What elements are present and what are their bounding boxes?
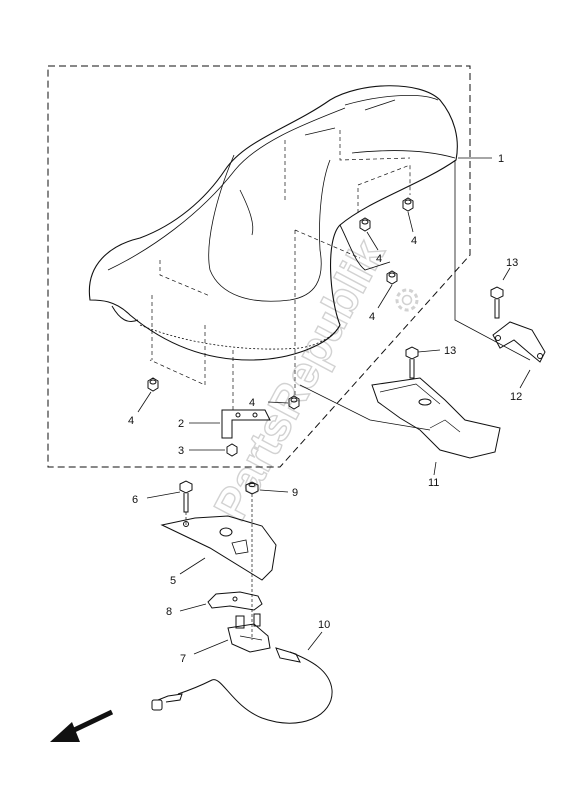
watermark-text: PartsRepublik [203, 231, 394, 529]
callout-4a: 4 [411, 235, 417, 247]
bolt-part-13b [405, 346, 419, 379]
seat-assembly [88, 85, 458, 410]
leader-13b [417, 349, 441, 353]
callout-8: 8 [166, 606, 172, 618]
leader-5 [179, 557, 206, 575]
lock-part-7 [227, 613, 271, 653]
callout-4c: 4 [369, 311, 375, 323]
leader-11 [433, 461, 437, 476]
nut-part-9 [245, 481, 259, 495]
nut-part-4 [147, 197, 414, 410]
leader-7 [193, 639, 229, 655]
callout-4e: 4 [249, 397, 255, 409]
callout-12: 12 [510, 391, 522, 403]
callout-4d: 4 [128, 415, 134, 427]
plate-part-11 [371, 377, 501, 459]
bolt-part-13a [490, 286, 504, 319]
callout-2: 2 [178, 418, 184, 430]
leader-12 [519, 369, 531, 389]
callout-7: 7 [180, 653, 186, 665]
leader-13a [502, 267, 511, 281]
leader-8 [179, 603, 207, 612]
bracket-part-12 [492, 321, 546, 363]
bolt-part-6 [179, 480, 193, 513]
nut-part-3 [226, 443, 238, 457]
watermark: PartsRepublik [203, 230, 396, 529]
front-direction-arrow-icon [50, 709, 114, 742]
leader-10 [307, 631, 323, 651]
callout-6: 6 [132, 494, 138, 506]
leader-9 [259, 489, 289, 493]
hook-part-8 [207, 591, 263, 611]
cable-part-10 [151, 647, 333, 724]
leader-6 [146, 491, 181, 499]
bracket-line-1 [454, 160, 531, 361]
callout-1: 1 [498, 153, 504, 165]
callout-5: 5 [170, 575, 176, 587]
callout-13a: 13 [506, 257, 518, 269]
bracket-part-2 [221, 409, 271, 439]
callout-4b: 4 [376, 253, 382, 265]
gear-icon [395, 288, 419, 312]
callout-10: 10 [318, 619, 330, 631]
callout-9: 9 [292, 487, 298, 499]
callout-3: 3 [178, 445, 184, 457]
seat-assembly-boundary [47, 65, 471, 468]
plate-guide-line [299, 384, 431, 431]
leaders-4 [137, 211, 414, 413]
callout-11: 11 [428, 477, 439, 489]
callout-13b: 13 [444, 345, 456, 357]
plate-part-5 [160, 515, 277, 581]
